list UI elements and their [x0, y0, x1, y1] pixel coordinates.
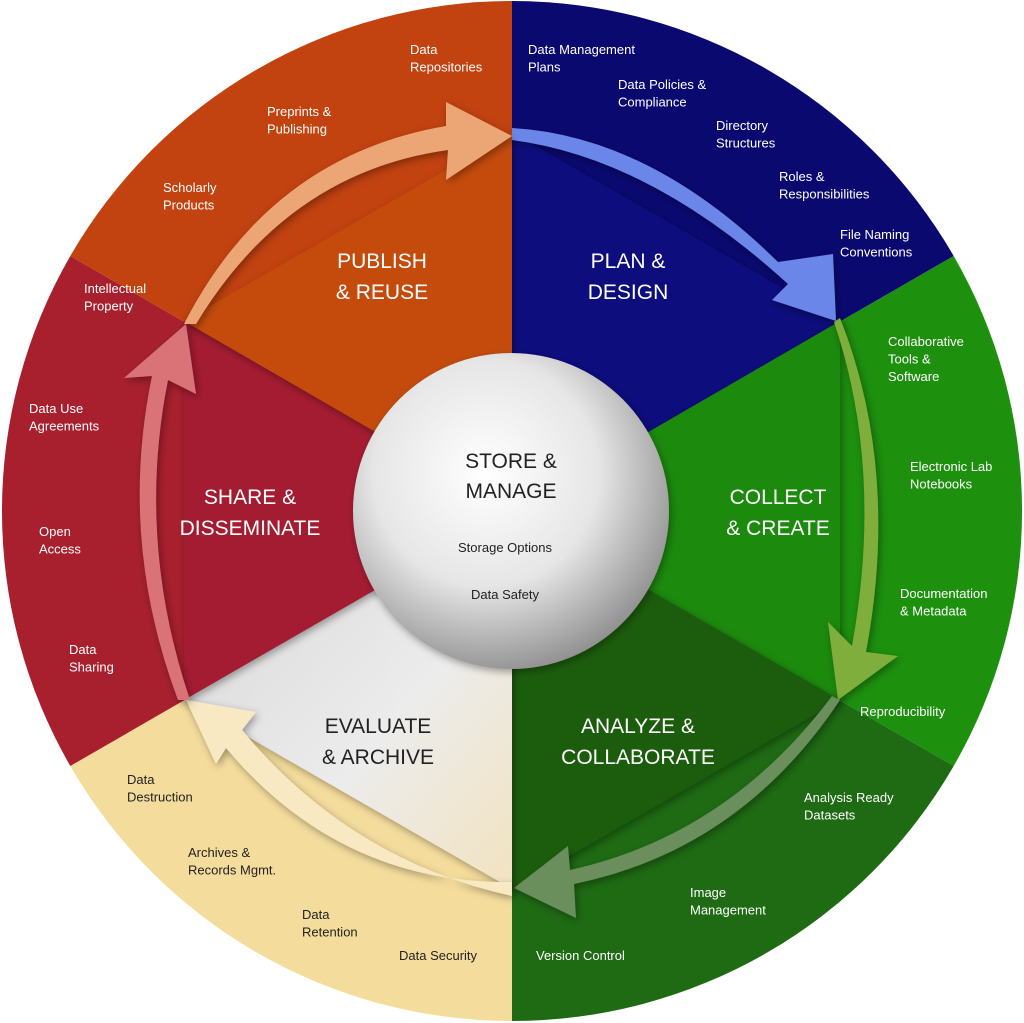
- topic-plan-2-line-1: Structures: [716, 136, 776, 151]
- arrow-plan-to-collect: [512, 128, 836, 321]
- topic-plan-1-line-1: Compliance: [618, 95, 687, 110]
- topic-analyze-1-line-0: Image: [690, 885, 726, 900]
- center-hub: [353, 353, 669, 669]
- topic-collect-0-line-0: Collaborative: [888, 334, 964, 349]
- topic-publish-1-line-1: Products: [163, 198, 215, 213]
- topic-collect-1-line-1: Notebooks: [910, 477, 973, 492]
- topic-collect-0-line-1: Tools &: [888, 352, 931, 367]
- arrow-analyze-to-evaluate: [514, 696, 840, 918]
- topic-share-1-line-0: Open: [39, 524, 71, 539]
- topic-publish-0-line-0: Intellectual: [84, 281, 146, 296]
- topic-plan-4-line-1: Conventions: [840, 245, 913, 260]
- topic-plan-0-line-1: Plans: [528, 60, 561, 75]
- topic-evaluate-3-line-1: Destruction: [127, 790, 193, 805]
- topic-analyze-0-line-1: Datasets: [804, 808, 856, 823]
- topic-collect-3-line-0: Reproducibility: [860, 704, 946, 719]
- topic-analyze-2-line-0: Version Control: [536, 948, 625, 963]
- stage-plan-line1: PLAN &: [591, 250, 666, 273]
- stage-analyze-line1: ANALYZE &: [581, 715, 695, 738]
- topic-collect-1-line-0: Electronic Lab: [910, 459, 992, 474]
- center-title-line2: MANAGE: [465, 480, 556, 503]
- topic-analyze-0-line-0: Analysis Ready: [804, 790, 894, 805]
- stage-collect-line2: & CREATE: [726, 517, 829, 540]
- topic-analyze-2: Version Control: [536, 948, 625, 963]
- topic-plan-2-line-0: Directory: [716, 118, 769, 133]
- stage-share-line2: DISSEMINATE: [180, 517, 321, 540]
- arrow-share-to-publish: [124, 324, 196, 700]
- stage-evaluate-line2: & ARCHIVE: [322, 746, 434, 769]
- cycle-arrows: [124, 102, 898, 918]
- topic-share-2-line-1: Agreements: [29, 419, 100, 434]
- topic-collect-2-line-0: Documentation: [900, 586, 987, 601]
- topic-evaluate-2-line-1: Records Mgmt.: [188, 863, 276, 878]
- topic-collect-2: Documentation & Metadata: [900, 586, 987, 619]
- topic-plan-3-line-1: Responsibilities: [779, 187, 870, 202]
- topic-plan-0-line-0: Data Management: [528, 42, 635, 57]
- topic-evaluate-1-line-0: Data: [302, 907, 330, 922]
- stage-titles: PLAN & DESIGN COLLECT & CREATE ANALYZE &…: [180, 250, 830, 769]
- topic-collect-2-line-1: & Metadata: [900, 604, 967, 619]
- arrow-publish-to-plan: [184, 102, 512, 324]
- topic-evaluate-0: Data Security: [399, 948, 478, 963]
- center-title-line1: STORE &: [465, 450, 557, 473]
- stage-plan-line2: DESIGN: [588, 281, 669, 304]
- topic-publish-3-line-0: Data: [410, 42, 438, 57]
- topic-publish-2-line-0: Preprints &: [267, 104, 332, 119]
- topic-share-0-line-0: Data: [69, 642, 97, 657]
- topic-plan-4-line-0: File Naming: [840, 227, 909, 242]
- center-item-data-safety: Data Safety: [471, 587, 539, 602]
- topic-publish-3-line-1: Repositories: [410, 60, 483, 75]
- arrow-evaluate-to-share: [186, 700, 512, 896]
- topic-evaluate-2: Archives & Records Mgmt.: [188, 845, 276, 878]
- stage-analyze-line2: COLLABORATE: [561, 746, 715, 769]
- stage-publish-line2: & REUSE: [336, 281, 428, 304]
- stage-evaluate-line1: EVALUATE: [325, 715, 432, 738]
- stage-share-line1: SHARE &: [204, 486, 296, 509]
- topic-collect-3: Reproducibility: [860, 704, 946, 719]
- inner-sector-share: [184, 321, 512, 700]
- topic-evaluate-3-line-0: Data: [127, 772, 155, 787]
- center-labels: STORE & MANAGE Storage Options Data Safe…: [458, 450, 557, 602]
- topic-share-2-line-0: Data Use: [29, 401, 83, 416]
- topic-plan-3: Roles & Responsibilities: [779, 169, 870, 202]
- topic-collect-0-line-2: Software: [888, 369, 939, 384]
- topic-evaluate-0-line-0: Data Security: [399, 948, 478, 963]
- topic-evaluate-1-line-1: Retention: [302, 925, 358, 940]
- topic-share-1-line-1: Access: [39, 542, 81, 557]
- topic-plan-1: Data Policies & Compliance: [618, 77, 706, 110]
- inner-sector-collect: [512, 321, 840, 700]
- topic-analyze-1-line-1: Management: [690, 903, 766, 918]
- topic-publish-2-line-1: Publishing: [267, 122, 327, 137]
- arrow-collect-to-analyze: [828, 318, 898, 700]
- stage-collect-line1: COLLECT: [730, 486, 827, 509]
- topic-share-0-line-1: Sharing: [69, 660, 114, 675]
- topic-publish-0-line-1: Property: [84, 299, 134, 314]
- topic-publish-1-line-0: Scholarly: [163, 180, 217, 195]
- stage-publish-line1: PUBLISH: [337, 250, 427, 273]
- center-item-storage-options: Storage Options: [458, 540, 552, 555]
- topic-evaluate-2-line-0: Archives &: [188, 845, 250, 860]
- topic-plan-3-line-0: Roles &: [779, 169, 825, 184]
- topic-publish-2: Preprints & Publishing: [267, 104, 332, 137]
- topic-plan-1-line-0: Data Policies &: [618, 77, 706, 92]
